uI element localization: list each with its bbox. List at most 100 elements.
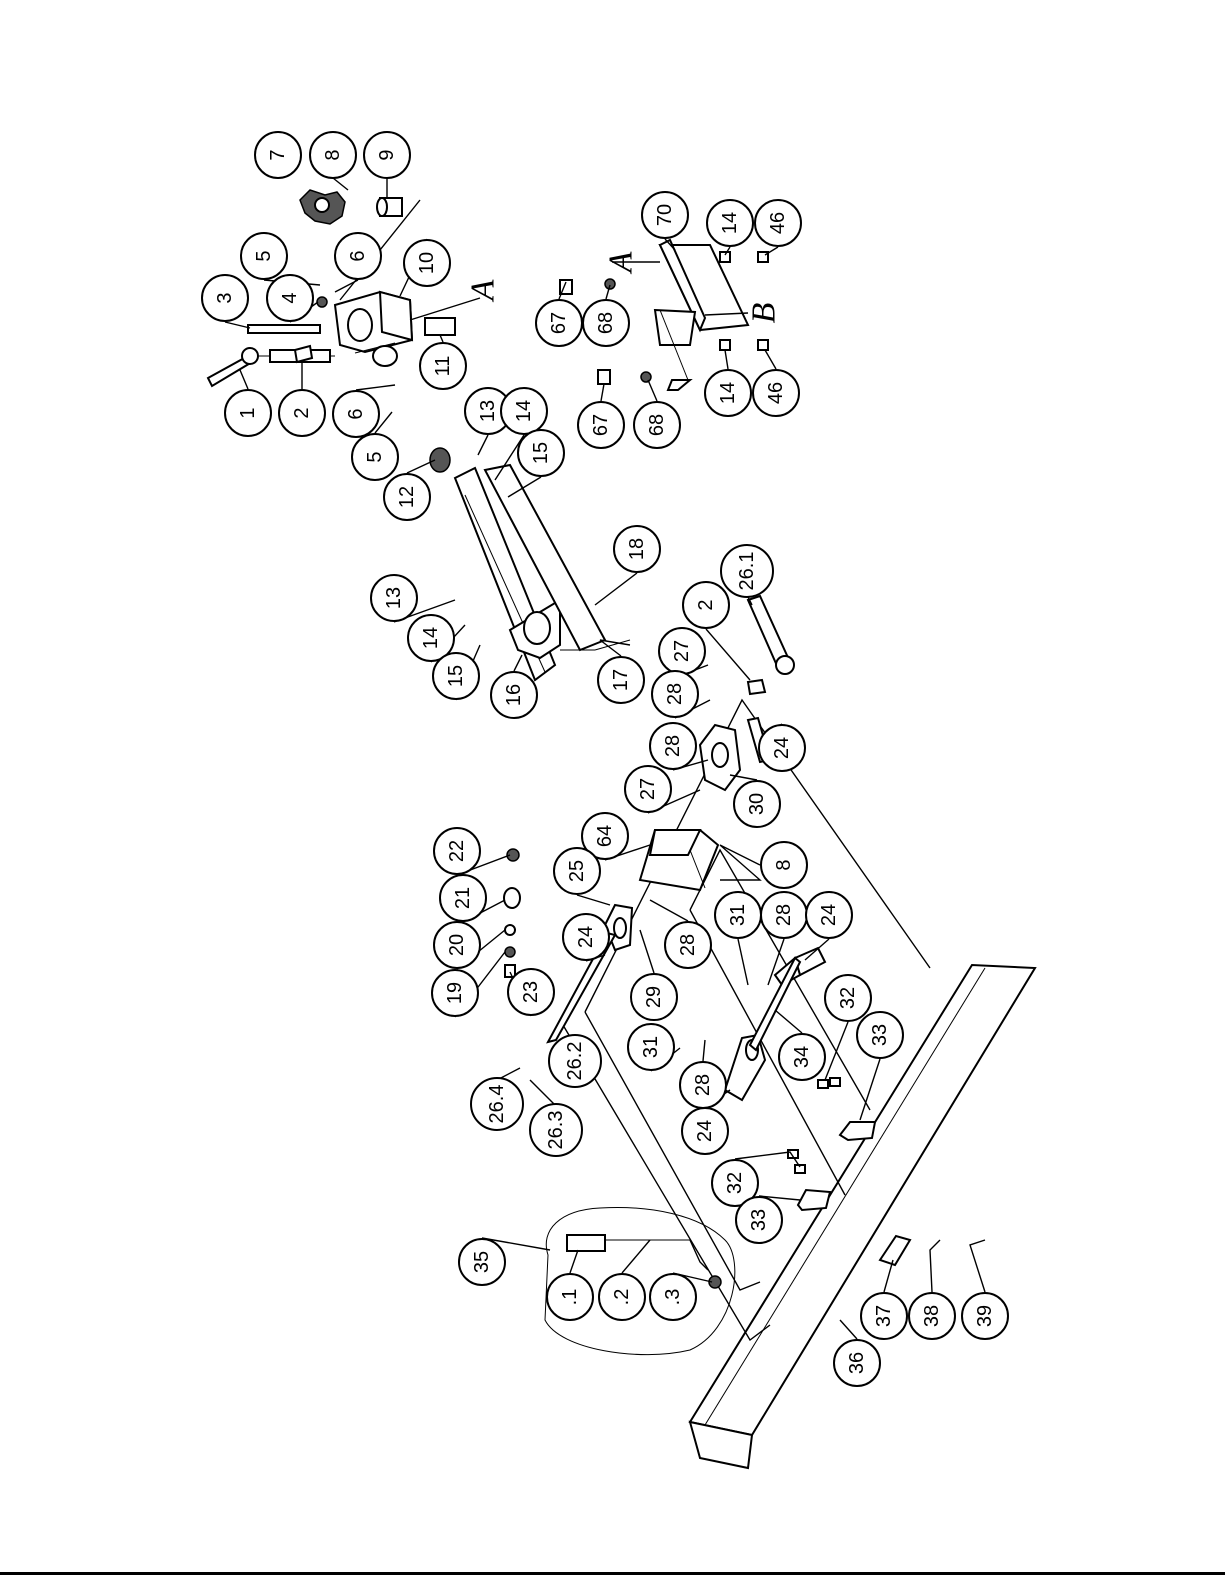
callout-label: 22 — [446, 840, 468, 862]
callout-label: 6 — [345, 408, 367, 419]
callout-c8b: 8 — [761, 842, 807, 888]
callout-label: 14 — [719, 212, 741, 234]
callout-c22: 22 — [434, 828, 480, 874]
callout-c35_3: .3 — [650, 1274, 696, 1320]
callout-label: 28 — [692, 1074, 714, 1096]
callout-label: 28 — [664, 683, 686, 705]
callout-c30: 30 — [734, 781, 780, 827]
callout-c38: 38 — [909, 1293, 955, 1339]
callout-c29: 29 — [631, 974, 677, 1020]
callout-label: 5 — [253, 250, 275, 261]
callout-label: 16 — [503, 684, 525, 706]
callout-c32a: 32 — [825, 975, 871, 1021]
callout-c67b: 67 — [578, 402, 624, 448]
callout-label: 2 — [695, 599, 717, 610]
callout-label: 25 — [566, 860, 588, 882]
washer-4 — [317, 297, 327, 307]
callout-c27b: 27 — [625, 766, 671, 812]
bottom-border-line — [0, 1572, 1225, 1575]
block-33b — [798, 1190, 830, 1210]
callout-c35_2: .2 — [599, 1274, 645, 1320]
callout-c68a: 68 — [583, 300, 629, 346]
lever-arm-30 — [700, 725, 740, 790]
callout-label: 11 — [432, 356, 454, 377]
callout-c14c: 14 — [707, 200, 753, 246]
callout-label: 37 — [873, 1305, 895, 1327]
callout-label: 32 — [837, 987, 859, 1009]
callout-label: .3 — [662, 1289, 684, 1306]
callout-label: 8 — [773, 859, 795, 870]
bolts-32 — [788, 1078, 840, 1173]
callout-label: 30 — [746, 793, 768, 815]
reference-letter-refA1: A — [465, 279, 502, 302]
callout-label: 27 — [637, 778, 659, 800]
callout-label: 31 — [727, 904, 749, 926]
callout-label: 3 — [214, 292, 236, 303]
callout-c67a: 67 — [536, 300, 582, 346]
callout-label: 26.4 — [486, 1085, 508, 1124]
fence-70 — [655, 240, 748, 390]
callout-c12: 12 — [384, 474, 430, 520]
callout-label: 26.2 — [564, 1042, 586, 1081]
callout-label: .1 — [559, 1289, 581, 1306]
callout-label: 24 — [694, 1120, 716, 1142]
callout-c1: 1 — [225, 390, 271, 436]
callout-c37: 37 — [861, 1293, 907, 1339]
callout-c7: 7 — [255, 132, 301, 178]
callout-label: 27 — [671, 640, 693, 662]
callout-c8a: 8 — [310, 132, 356, 178]
callout-label: 15 — [445, 665, 467, 687]
callout-c31b: 31 — [628, 1024, 674, 1070]
callout-label: 70 — [654, 204, 676, 226]
callout-label: 29 — [643, 986, 665, 1008]
callout-label: 26.3 — [545, 1111, 567, 1150]
callout-c13b: 13 — [371, 575, 417, 621]
callout-label: 8 — [322, 149, 344, 160]
nut-2 — [295, 346, 312, 362]
callout-c46b: 46 — [753, 370, 799, 416]
callout-c34: 34 — [779, 1034, 825, 1080]
callout-label: 67 — [590, 414, 612, 436]
callout-label: 6 — [347, 250, 369, 261]
callout-c4: 4 — [267, 275, 313, 321]
callout-c5a: 5 — [241, 233, 287, 279]
callout-label: 68 — [646, 414, 668, 436]
callout-c39: 39 — [962, 1293, 1008, 1339]
callout-c35_1: .1 — [547, 1274, 593, 1320]
callout-c33a: 33 — [857, 1012, 903, 1058]
reference-letter-refB: B — [746, 302, 783, 323]
callout-label: 14 — [420, 627, 442, 649]
callout-c16: 16 — [491, 672, 537, 718]
callout-label: 28 — [662, 735, 684, 757]
callout-label: 14 — [717, 382, 739, 404]
block-33a — [840, 1122, 875, 1140]
callout-label: 15 — [530, 442, 552, 464]
callout-label: 10 — [416, 252, 438, 274]
callout-label: 13 — [383, 587, 405, 609]
callout-c15a: 15 — [518, 430, 564, 476]
callout-c46a: 46 — [755, 200, 801, 246]
callout-label: 4 — [279, 292, 301, 303]
callout-c24b: 24 — [563, 914, 609, 960]
callout-label: 13 — [477, 400, 499, 422]
callout-c28b: 28 — [650, 723, 696, 769]
callout-label: 12 — [396, 486, 418, 508]
callout-c3: 3 — [202, 275, 248, 321]
callout-label: 14 — [513, 400, 535, 422]
spacer-9 — [377, 198, 402, 216]
callout-c33b: 33 — [736, 1197, 782, 1243]
handle-1 — [208, 348, 335, 386]
shaft-11 — [425, 318, 455, 335]
callout-c36: 36 — [834, 1340, 880, 1386]
callout-c26_1: 26.1 — [721, 545, 773, 597]
callout-c18: 18 — [614, 526, 660, 572]
callout-label: 31 — [640, 1036, 662, 1058]
callout-c17: 17 — [598, 657, 644, 703]
callout-label: 46 — [765, 382, 787, 404]
callout-label: 20 — [446, 934, 468, 956]
callout-c23: 23 — [508, 969, 554, 1015]
clamp-block-64 — [640, 830, 718, 890]
callout-label: 28 — [773, 904, 795, 926]
bracket-10 — [335, 292, 412, 366]
